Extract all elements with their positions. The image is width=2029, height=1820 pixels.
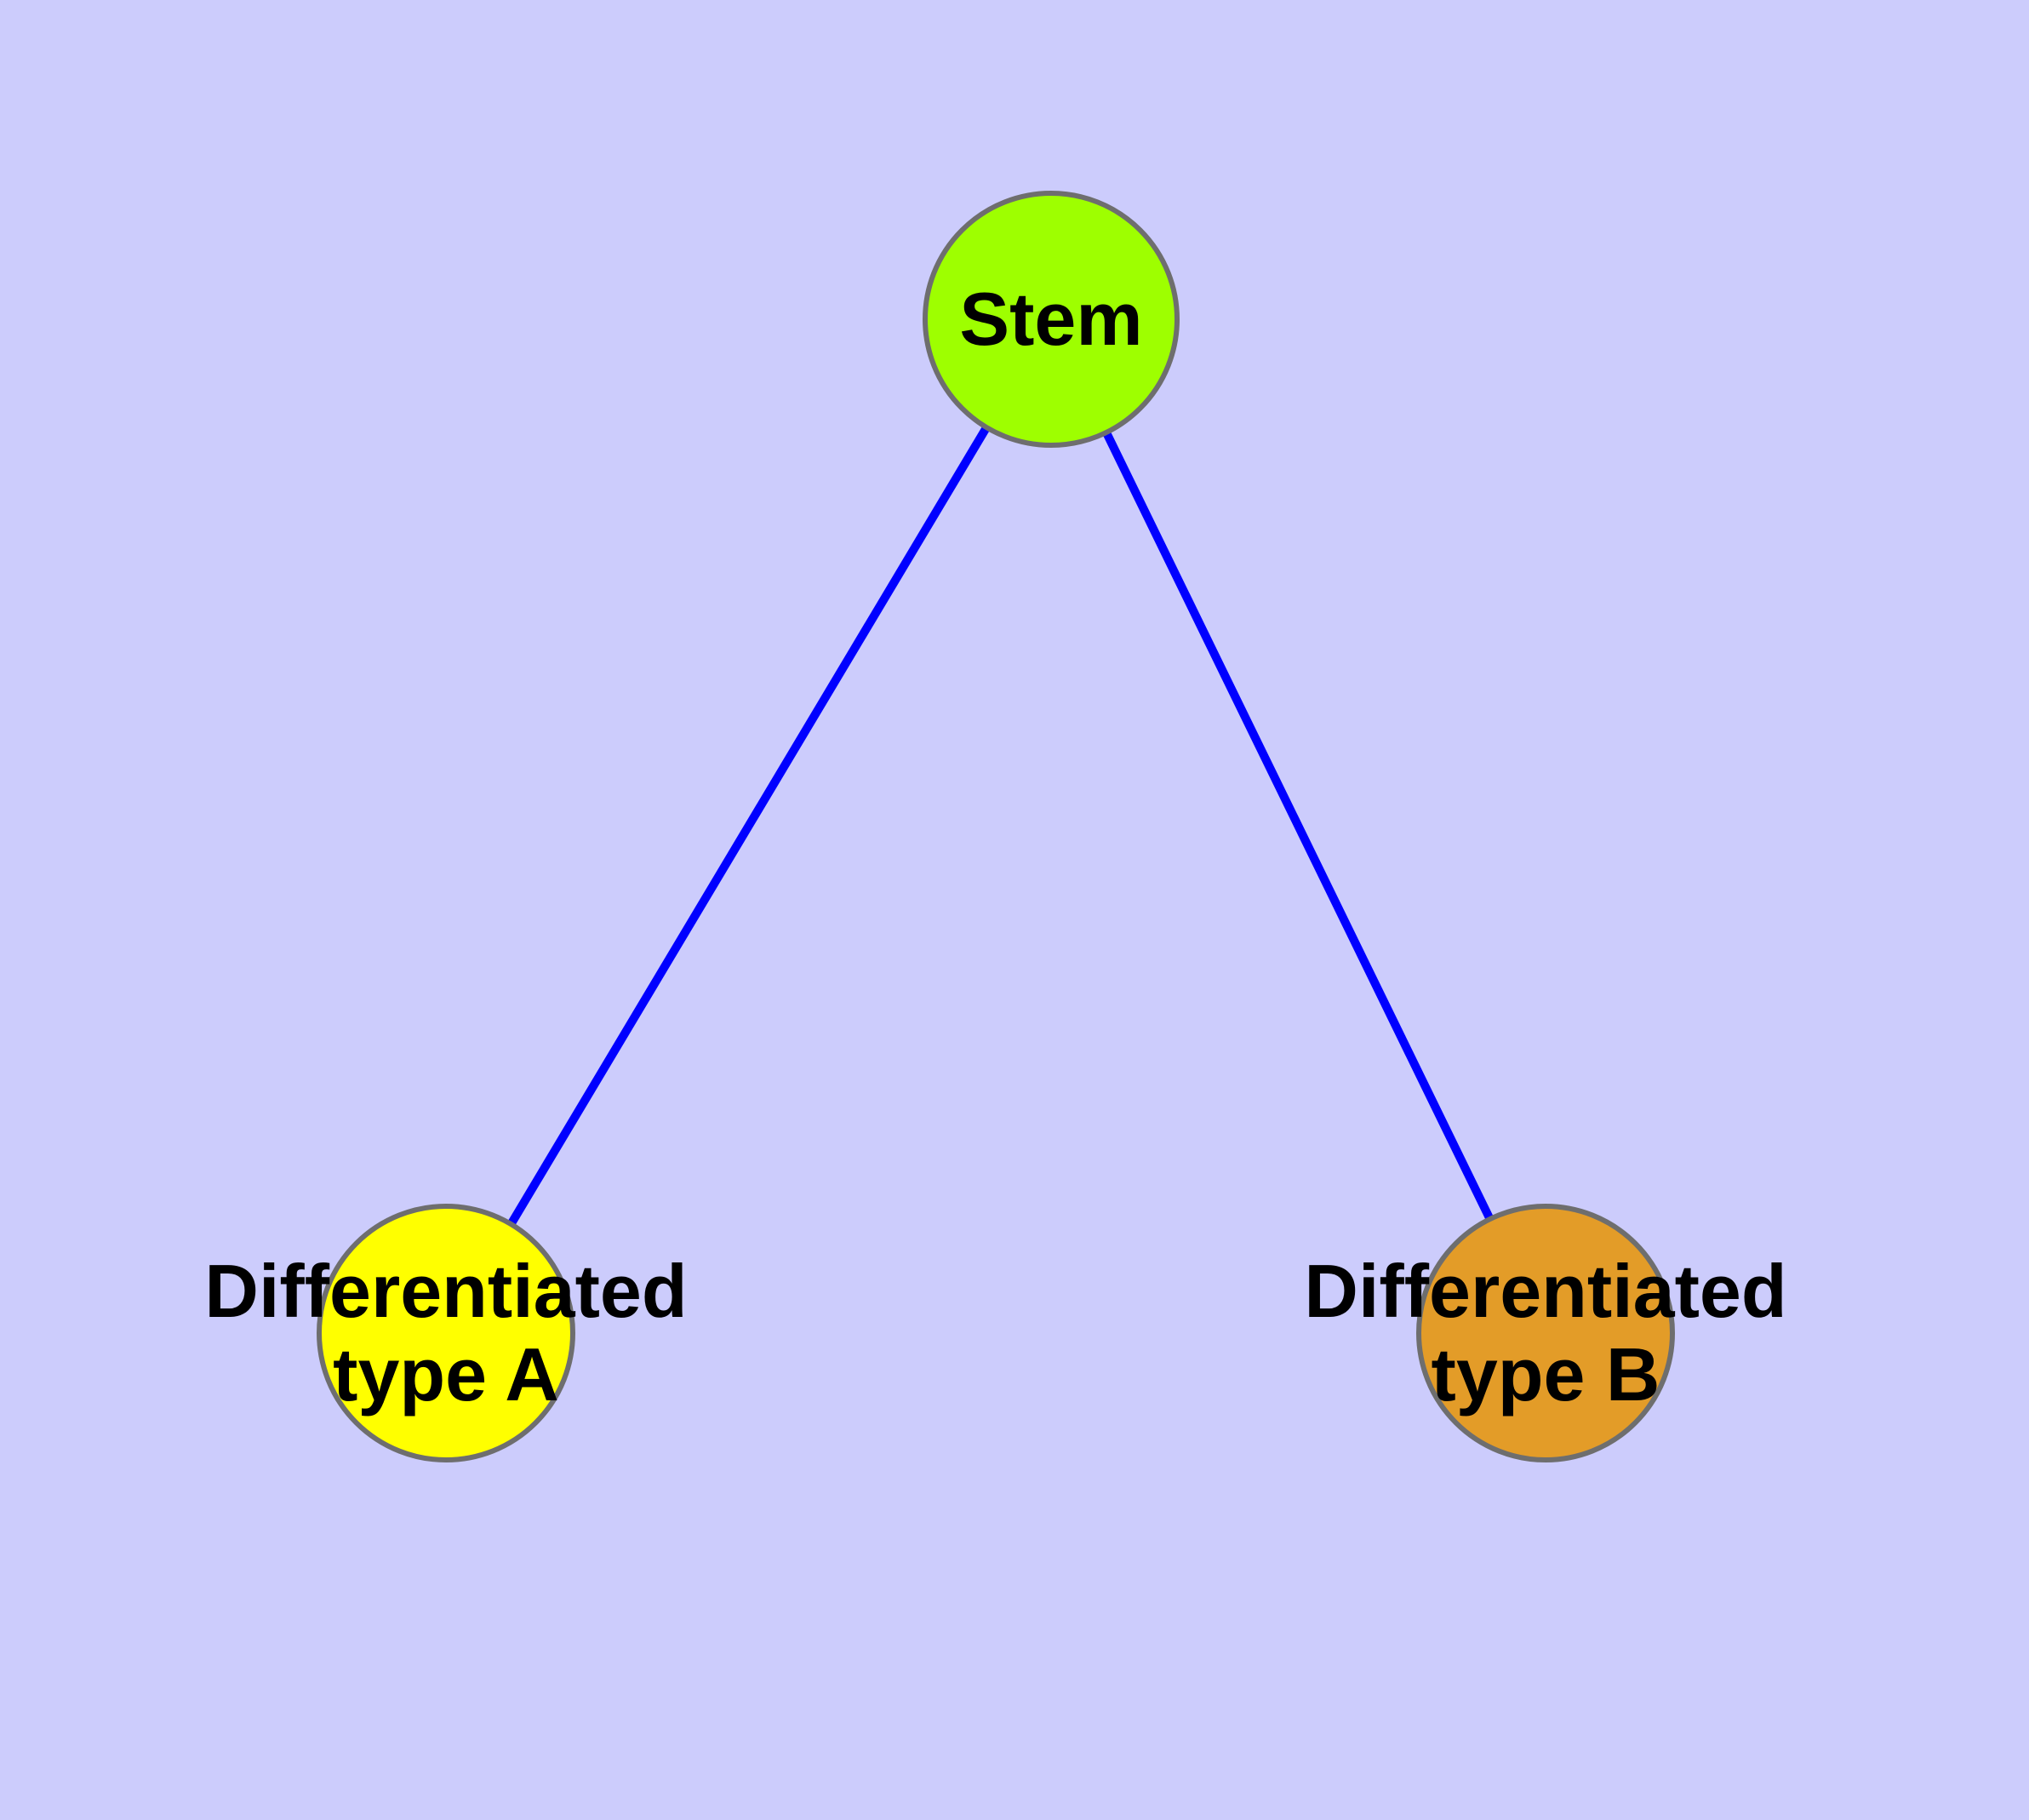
node-differentiated-type-b[interactable] [1416, 1204, 1675, 1462]
node-differentiated-type-a[interactable] [317, 1204, 575, 1462]
node-stem[interactable] [923, 191, 1180, 448]
edge-stem-to-diff-a[interactable] [442, 317, 1055, 1336]
edge-stem-to-diff-b[interactable] [1047, 317, 1550, 1336]
